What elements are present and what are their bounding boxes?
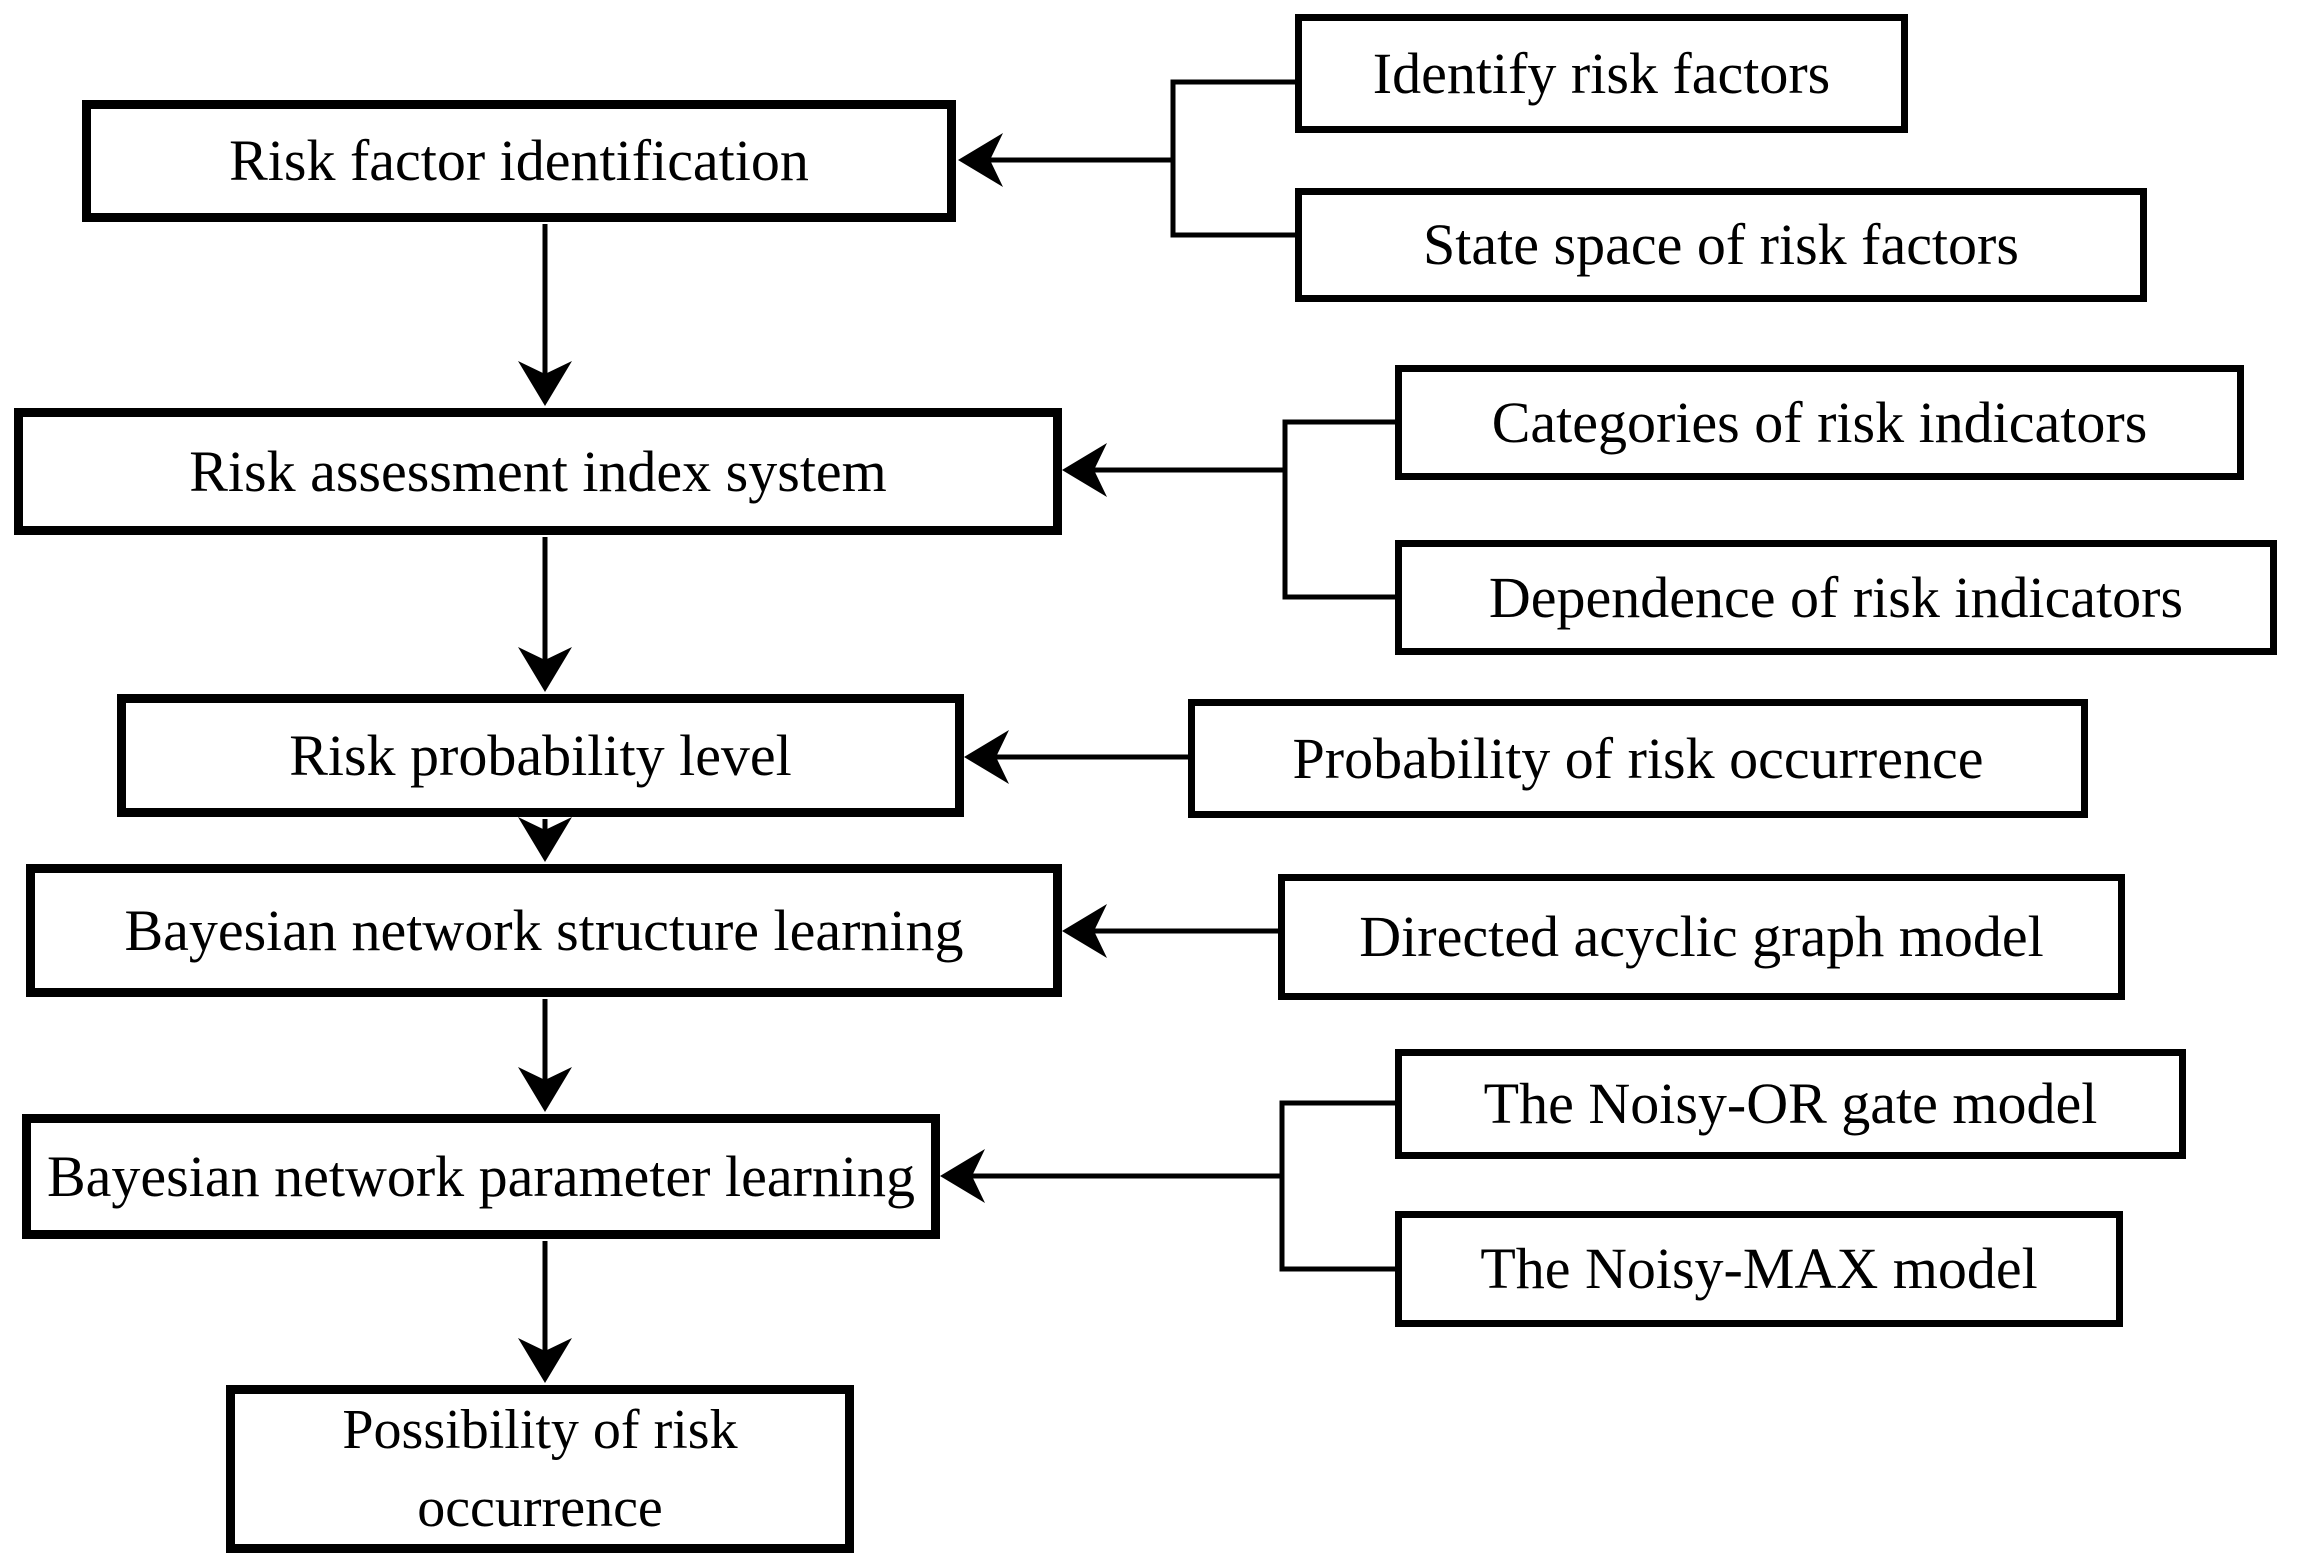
node-label: The Noisy-MAX model (1480, 1236, 2038, 1302)
input-bracket-noisy-models (940, 1100, 1395, 1272)
node-label: Identify risk factors (1372, 40, 1831, 106)
input-arrow-probability-occurrence (964, 730, 1188, 784)
node-directed-acyclic-graph-model: Directed acyclic graph model (1278, 874, 2125, 1000)
node-noisy-max-model: The Noisy-MAX model (1395, 1211, 2123, 1327)
node-probability-of-risk-occurrence: Probability of risk occurrence (1188, 699, 2088, 818)
node-label: State space of risk factors (1423, 212, 2019, 278)
input-bracket-risk-indicators (1062, 419, 1395, 600)
input-bracket-risk-factors (958, 79, 1295, 238)
node-label: The Noisy-OR gate model (1483, 1071, 2098, 1137)
node-identify-risk-factors: Identify risk factors (1295, 14, 1908, 133)
node-label: Categories of risk indicators (1491, 389, 2148, 455)
node-risk-assessment-index-system: Risk assessment index system (14, 408, 1062, 535)
node-label: Risk factor identification (229, 128, 809, 194)
node-bayesian-network-parameter-learning: Bayesian network parameter learning (22, 1114, 940, 1239)
node-label: Dependence of risk indicators (1488, 564, 2184, 630)
flow-arrow-structure-learning-to-parameter-learning (518, 999, 572, 1112)
node-risk-probability-level: Risk probability level (117, 694, 964, 817)
node-dependence-of-risk-indicators: Dependence of risk indicators (1395, 540, 2277, 655)
flow-arrow-parameter-learning-to-possibility (518, 1241, 572, 1383)
node-risk-factor-identification: Risk factor identification (82, 100, 956, 222)
node-label: Directed acyclic graph model (1359, 904, 2044, 970)
node-label-line2: occurrence (417, 1477, 663, 1539)
node-label: Probability of risk occurrence (1292, 725, 1984, 791)
node-label: Bayesian network parameter learning (46, 1143, 916, 1209)
flow-arrow-identification-to-index-system (518, 224, 572, 406)
flow-arrow-index-system-to-probability-level (518, 537, 572, 692)
node-possibility-of-risk-occurrence: Possibility of risk occurrence (226, 1385, 854, 1553)
input-arrow-dag-model (1062, 904, 1278, 958)
node-bayesian-network-structure-learning: Bayesian network structure learning (26, 864, 1062, 997)
node-label: Risk probability level (289, 722, 792, 788)
node-noisy-or-gate-model: The Noisy-OR gate model (1395, 1049, 2186, 1159)
node-label-line1: Possibility of risk (342, 1398, 738, 1461)
node-categories-of-risk-indicators: Categories of risk indicators (1395, 365, 2244, 480)
node-label: Risk assessment index system (189, 438, 887, 504)
flow-arrow-probability-level-to-structure-learning (518, 817, 572, 862)
node-state-space-of-risk-factors: State space of risk factors (1295, 188, 2147, 302)
node-label: Bayesian network structure learning (124, 897, 964, 963)
